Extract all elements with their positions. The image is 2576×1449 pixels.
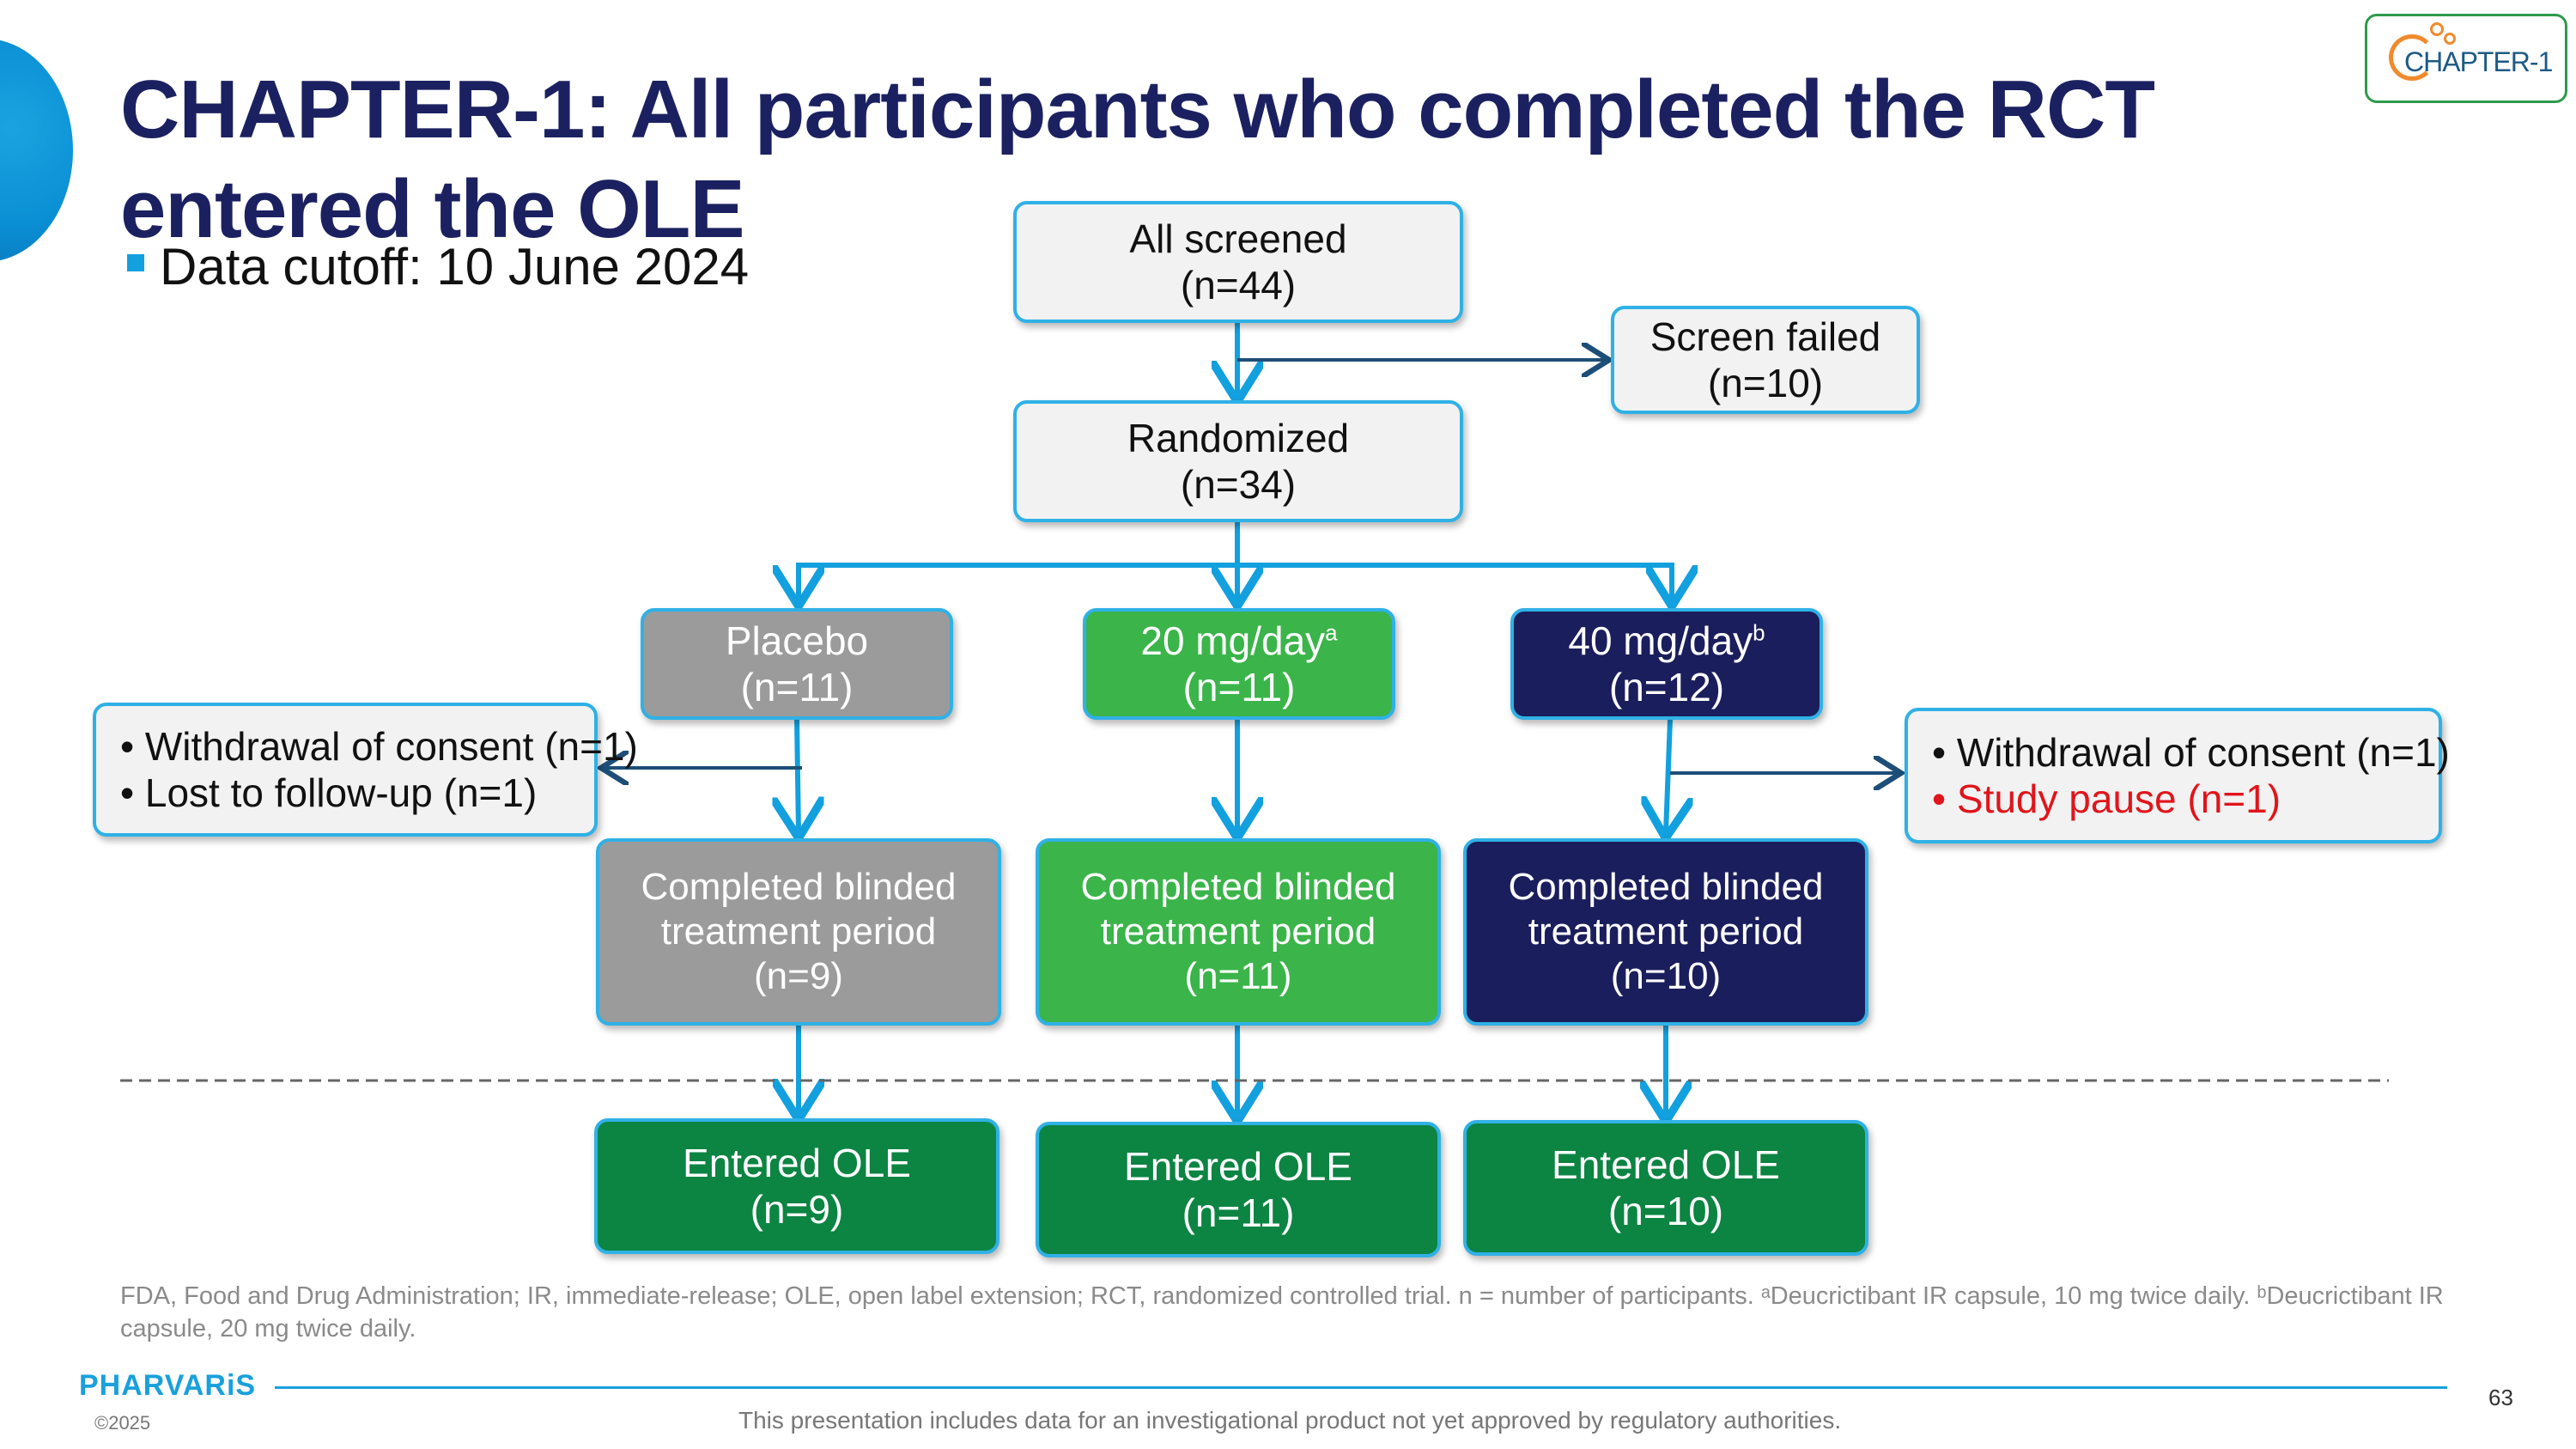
ole-n: (n=11) <box>1182 1190 1295 1235</box>
discontinuation-reason: • Withdrawal of consent (n=1) <box>1932 730 2450 775</box>
copyright: ©2025 <box>94 1412 151 1434</box>
footnote-b-marker: b <box>1753 619 1765 646</box>
screen-failed-n: (n=10) <box>1707 361 1824 405</box>
completed-n: (n=9) <box>754 955 843 997</box>
completed-20mg-box: Completed blinded treatment period (n=11… <box>1036 838 1441 1026</box>
ole-label: Entered OLE <box>1124 1144 1352 1189</box>
logo-bubble-icon <box>2430 22 2444 36</box>
arm-20mg-label: 20 mg/day <box>1140 618 1326 663</box>
arrow-40mg-completed <box>1666 719 1670 833</box>
completed-n: (n=11) <box>1184 955 1292 997</box>
footnote-a-marker: a <box>1325 619 1338 646</box>
study-pause-reason: • Study pause (n=1) <box>1932 776 2281 821</box>
completed-line2: treatment period <box>1100 910 1376 953</box>
arm-placebo-n: (n=11) <box>740 665 854 709</box>
footer-divider <box>275 1386 2447 1389</box>
arm-40mg-box: 40 mg/dayb (n=12) <box>1510 608 1823 720</box>
discontinuation-reason: • Lost to follow-up (n=1) <box>120 770 538 815</box>
ole-placebo-box: Entered OLE (n=9) <box>594 1118 999 1254</box>
40mg-discontinuation-box: • Withdrawal of consent (n=1) • Study pa… <box>1905 708 2450 843</box>
slide-title: CHAPTER-1: All participants who complete… <box>120 64 2155 255</box>
completed-n: (n=10) <box>1610 955 1722 997</box>
screen-failed-box: Screen failed (n=10) <box>1611 306 1920 414</box>
logo-c-icon <box>2389 34 2435 81</box>
arm-20mg-box: 20 mg/daya (n=11) <box>1083 608 1395 720</box>
disclaimer: This presentation includes data for an i… <box>738 1407 1842 1434</box>
completed-line1: Completed blinded <box>641 866 957 908</box>
arm-placebo-box: Placebo (n=11) <box>641 608 953 720</box>
page-number: 63 <box>2488 1385 2513 1410</box>
ole-n: (n=10) <box>1607 1189 1724 1233</box>
logo-text: CHAPTER-1 <box>2404 46 2553 77</box>
chapter-1-logo <box>2365 14 2567 103</box>
ole-label: Entered OLE <box>683 1141 911 1185</box>
arm-40mg-label: 40 mg/day <box>1568 618 1753 663</box>
ole-label: Entered OLE <box>1552 1142 1780 1187</box>
arm-40mg-n: (n=12) <box>1608 665 1725 709</box>
all-screened-n: (n=44) <box>1180 263 1297 307</box>
ole-n: (n=9) <box>750 1187 844 1232</box>
completed-placebo-box: Completed blinded treatment period (n=9) <box>596 838 1001 1026</box>
placebo-discontinuation-box: • Withdrawal of consent (n=1) • Lost to … <box>93 703 638 837</box>
completed-40mg-box: Completed blinded treatment period (n=10… <box>1463 838 1868 1026</box>
ole-40mg-box: Entered OLE (n=10) <box>1463 1120 1868 1256</box>
completed-line1: Completed blinded <box>1080 866 1396 908</box>
randomized-n: (n=34) <box>1180 462 1297 507</box>
randomized-label: Randomized <box>1127 416 1350 460</box>
pharvaris-logo: PHARVARiS <box>79 1369 257 1402</box>
all-screened-label: All screened <box>1129 216 1347 261</box>
discontinuation-reason: • Withdrawal of consent (n=1) <box>120 724 638 769</box>
ole-20mg-box: Entered OLE (n=11) <box>1036 1122 1441 1257</box>
arm-20mg-n: (n=11) <box>1182 665 1296 709</box>
footnote: FDA, Food and Drug Administration; IR, i… <box>120 1282 2444 1342</box>
logo-bubble-icon <box>2444 33 2456 45</box>
arrow-placebo-completed <box>797 719 799 833</box>
completed-line2: treatment period <box>660 910 937 953</box>
completed-line1: Completed blinded <box>1508 866 1824 908</box>
all-screened-box: All screened (n=44) <box>1013 201 1463 323</box>
randomized-box: Randomized (n=34) <box>1013 400 1463 522</box>
screen-failed-label: Screen failed <box>1649 314 1881 359</box>
completed-line2: treatment period <box>1528 910 1804 953</box>
data-cutoff-bullet: Data cutoff: 10 June 2024 <box>160 238 750 295</box>
bullet-square-icon <box>127 254 144 271</box>
arm-placebo-label: Placebo <box>725 618 869 663</box>
